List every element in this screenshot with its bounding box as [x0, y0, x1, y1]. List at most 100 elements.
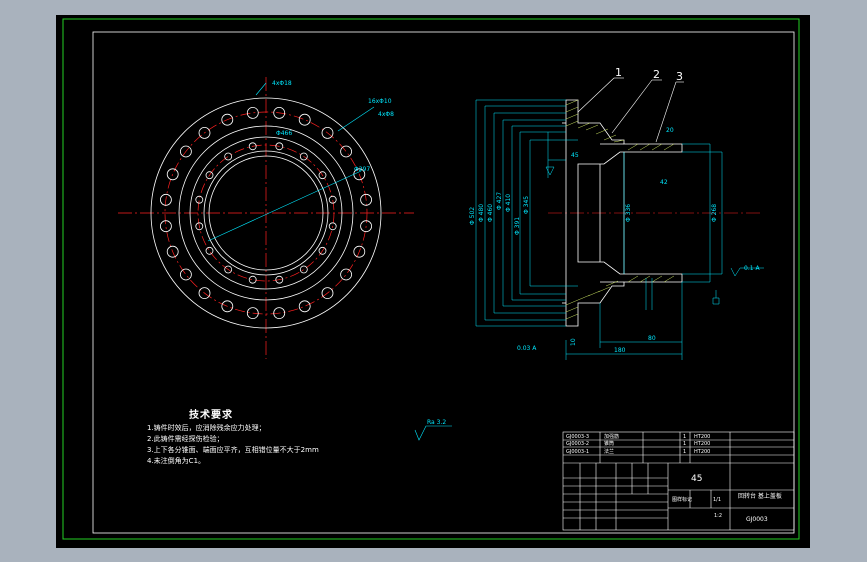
bolt-hole [180, 268, 192, 281]
bolt-hole [298, 113, 311, 126]
inner-pcd-circle [197, 144, 335, 282]
balloon-leaders [577, 77, 684, 143]
parts-cell: HT200 [694, 434, 710, 440]
dim-d5: Φ 410 [505, 194, 512, 212]
bolt-hole [353, 245, 366, 258]
dim-h2: 80 [648, 335, 656, 342]
flatness-right: 0.1 A [744, 265, 760, 272]
section-hatch [565, 99, 675, 320]
bolt-hole [246, 307, 259, 319]
bolt-hole [246, 107, 259, 119]
dim-d4: Φ 427 [496, 192, 503, 210]
bolt-hole [340, 268, 352, 281]
parts-cell: 锥筒 [604, 440, 614, 447]
leader-pcd [207, 170, 362, 242]
flange-step-circle [178, 125, 354, 301]
dim-d2: Φ 480 [478, 204, 485, 222]
bolt-hole [340, 145, 352, 158]
tb-drawing-name: 回转台 基上盖板 [738, 492, 782, 500]
inner-circle-1 [189, 136, 343, 290]
dim-outer-holes: 4xΦ18 [272, 80, 292, 87]
note-4: 4.未注倒角为C1。 [147, 457, 206, 465]
vertical-dim-labels: Φ 502 Φ 480 Φ 460 Φ 427 Φ 410 Φ 391 Φ 34… [469, 127, 760, 354]
bolt-hole [321, 127, 334, 139]
section-view: 1 2 3 Φ 502 Φ 480 Φ 460 Φ 427 Φ 410 Φ 39… [469, 66, 764, 360]
dim-small: 10 [570, 338, 577, 346]
dim-top: 20 [666, 127, 674, 134]
bolt-hole [328, 195, 337, 204]
bolt-hole [275, 142, 284, 151]
parts-cell: 1 [683, 434, 686, 440]
dim-d7: Φ 345 [523, 196, 530, 214]
balloon-3: 3 [676, 70, 683, 83]
title-block [562, 431, 795, 531]
tb-weight-label: 图样标记 [672, 496, 692, 503]
bolt-hole [160, 220, 172, 233]
bolt-hole [275, 275, 284, 284]
leader-top-left [255, 82, 267, 96]
bolt-hole [160, 193, 172, 206]
bolt-hole [198, 287, 211, 299]
bolt-hole [221, 300, 234, 313]
parts-cell: 法兰 [604, 448, 614, 455]
notes-title: 技术要求 [189, 410, 233, 421]
parts-cell: 1 [683, 441, 686, 447]
parts-cell: HT200 [694, 449, 710, 455]
balloon-1: 1 [615, 66, 622, 79]
parts-cell: GJ0003-1 [566, 449, 589, 455]
parts-cell: HT200 [694, 441, 710, 447]
note-2: 2.此铸件需经探伤检验； [147, 435, 224, 443]
tb-sheet: 1/1 [713, 497, 721, 503]
dim-d6: Φ 391 [514, 217, 521, 235]
bore-circle [208, 155, 324, 271]
outer-border [62, 18, 800, 540]
bolt-hole [248, 275, 257, 284]
bolt-hole [299, 152, 308, 161]
bolt-hole [360, 193, 372, 206]
tb-drawing-no: GJ0003 [746, 516, 768, 523]
inner-frame [92, 31, 795, 534]
bolt-hole [248, 142, 257, 151]
dim-holes-4: 4xΦ8 [378, 111, 394, 118]
note-3: 3.上下各分锥面、端面应平齐，互相错位量不大于2mm [147, 446, 319, 454]
balloon-2: 2 [653, 68, 660, 81]
bolt-hole [198, 127, 211, 139]
flange-pcd-circle [164, 111, 368, 315]
bolt-hole [299, 265, 308, 274]
bolt-hole [205, 246, 214, 255]
bolt-hole [360, 220, 372, 233]
roughness-symbol [414, 425, 452, 441]
dimension-lines [475, 99, 764, 360]
dim-d3: Φ 460 [487, 204, 494, 222]
bolt-hole [195, 222, 204, 231]
dim-pcd: Φ466 [276, 130, 292, 137]
tb-scale: 1:2 [714, 513, 722, 519]
bolt-hole [298, 300, 311, 313]
dim-w1: 42 [660, 179, 668, 186]
dim-d8: Φ 336 [625, 204, 632, 222]
parts-cell: 加强筋 [604, 433, 619, 440]
dim-thk: 45 [571, 152, 579, 159]
inner-circle-2 [203, 150, 329, 276]
flange-outer-circle [150, 97, 382, 329]
bolt-hole [224, 152, 233, 161]
bolt-hole [166, 168, 179, 181]
flatness-left: 0.03 A [517, 345, 537, 352]
dim-h1: 180 [614, 347, 626, 354]
bolt-hole [321, 287, 334, 299]
note-1: 1.铸件时效后，应消除残余应力处理； [147, 424, 266, 432]
dim-holes-16: 16xΦ10 [368, 98, 392, 105]
parts-cell: 1 [683, 449, 686, 455]
bolt-hole [221, 113, 234, 126]
roughness-text: Ra 3.2 [427, 419, 446, 426]
outer-bolt-holes [160, 107, 372, 319]
leader-top-right [337, 106, 375, 132]
bolt-hole [180, 145, 192, 158]
bolt-hole [166, 245, 179, 258]
dim-d9: Φ 268 [711, 204, 718, 222]
dim-d1: Φ 502 [469, 207, 476, 225]
parts-cell: GJ0003-3 [566, 434, 589, 440]
bolt-hole [205, 171, 214, 180]
